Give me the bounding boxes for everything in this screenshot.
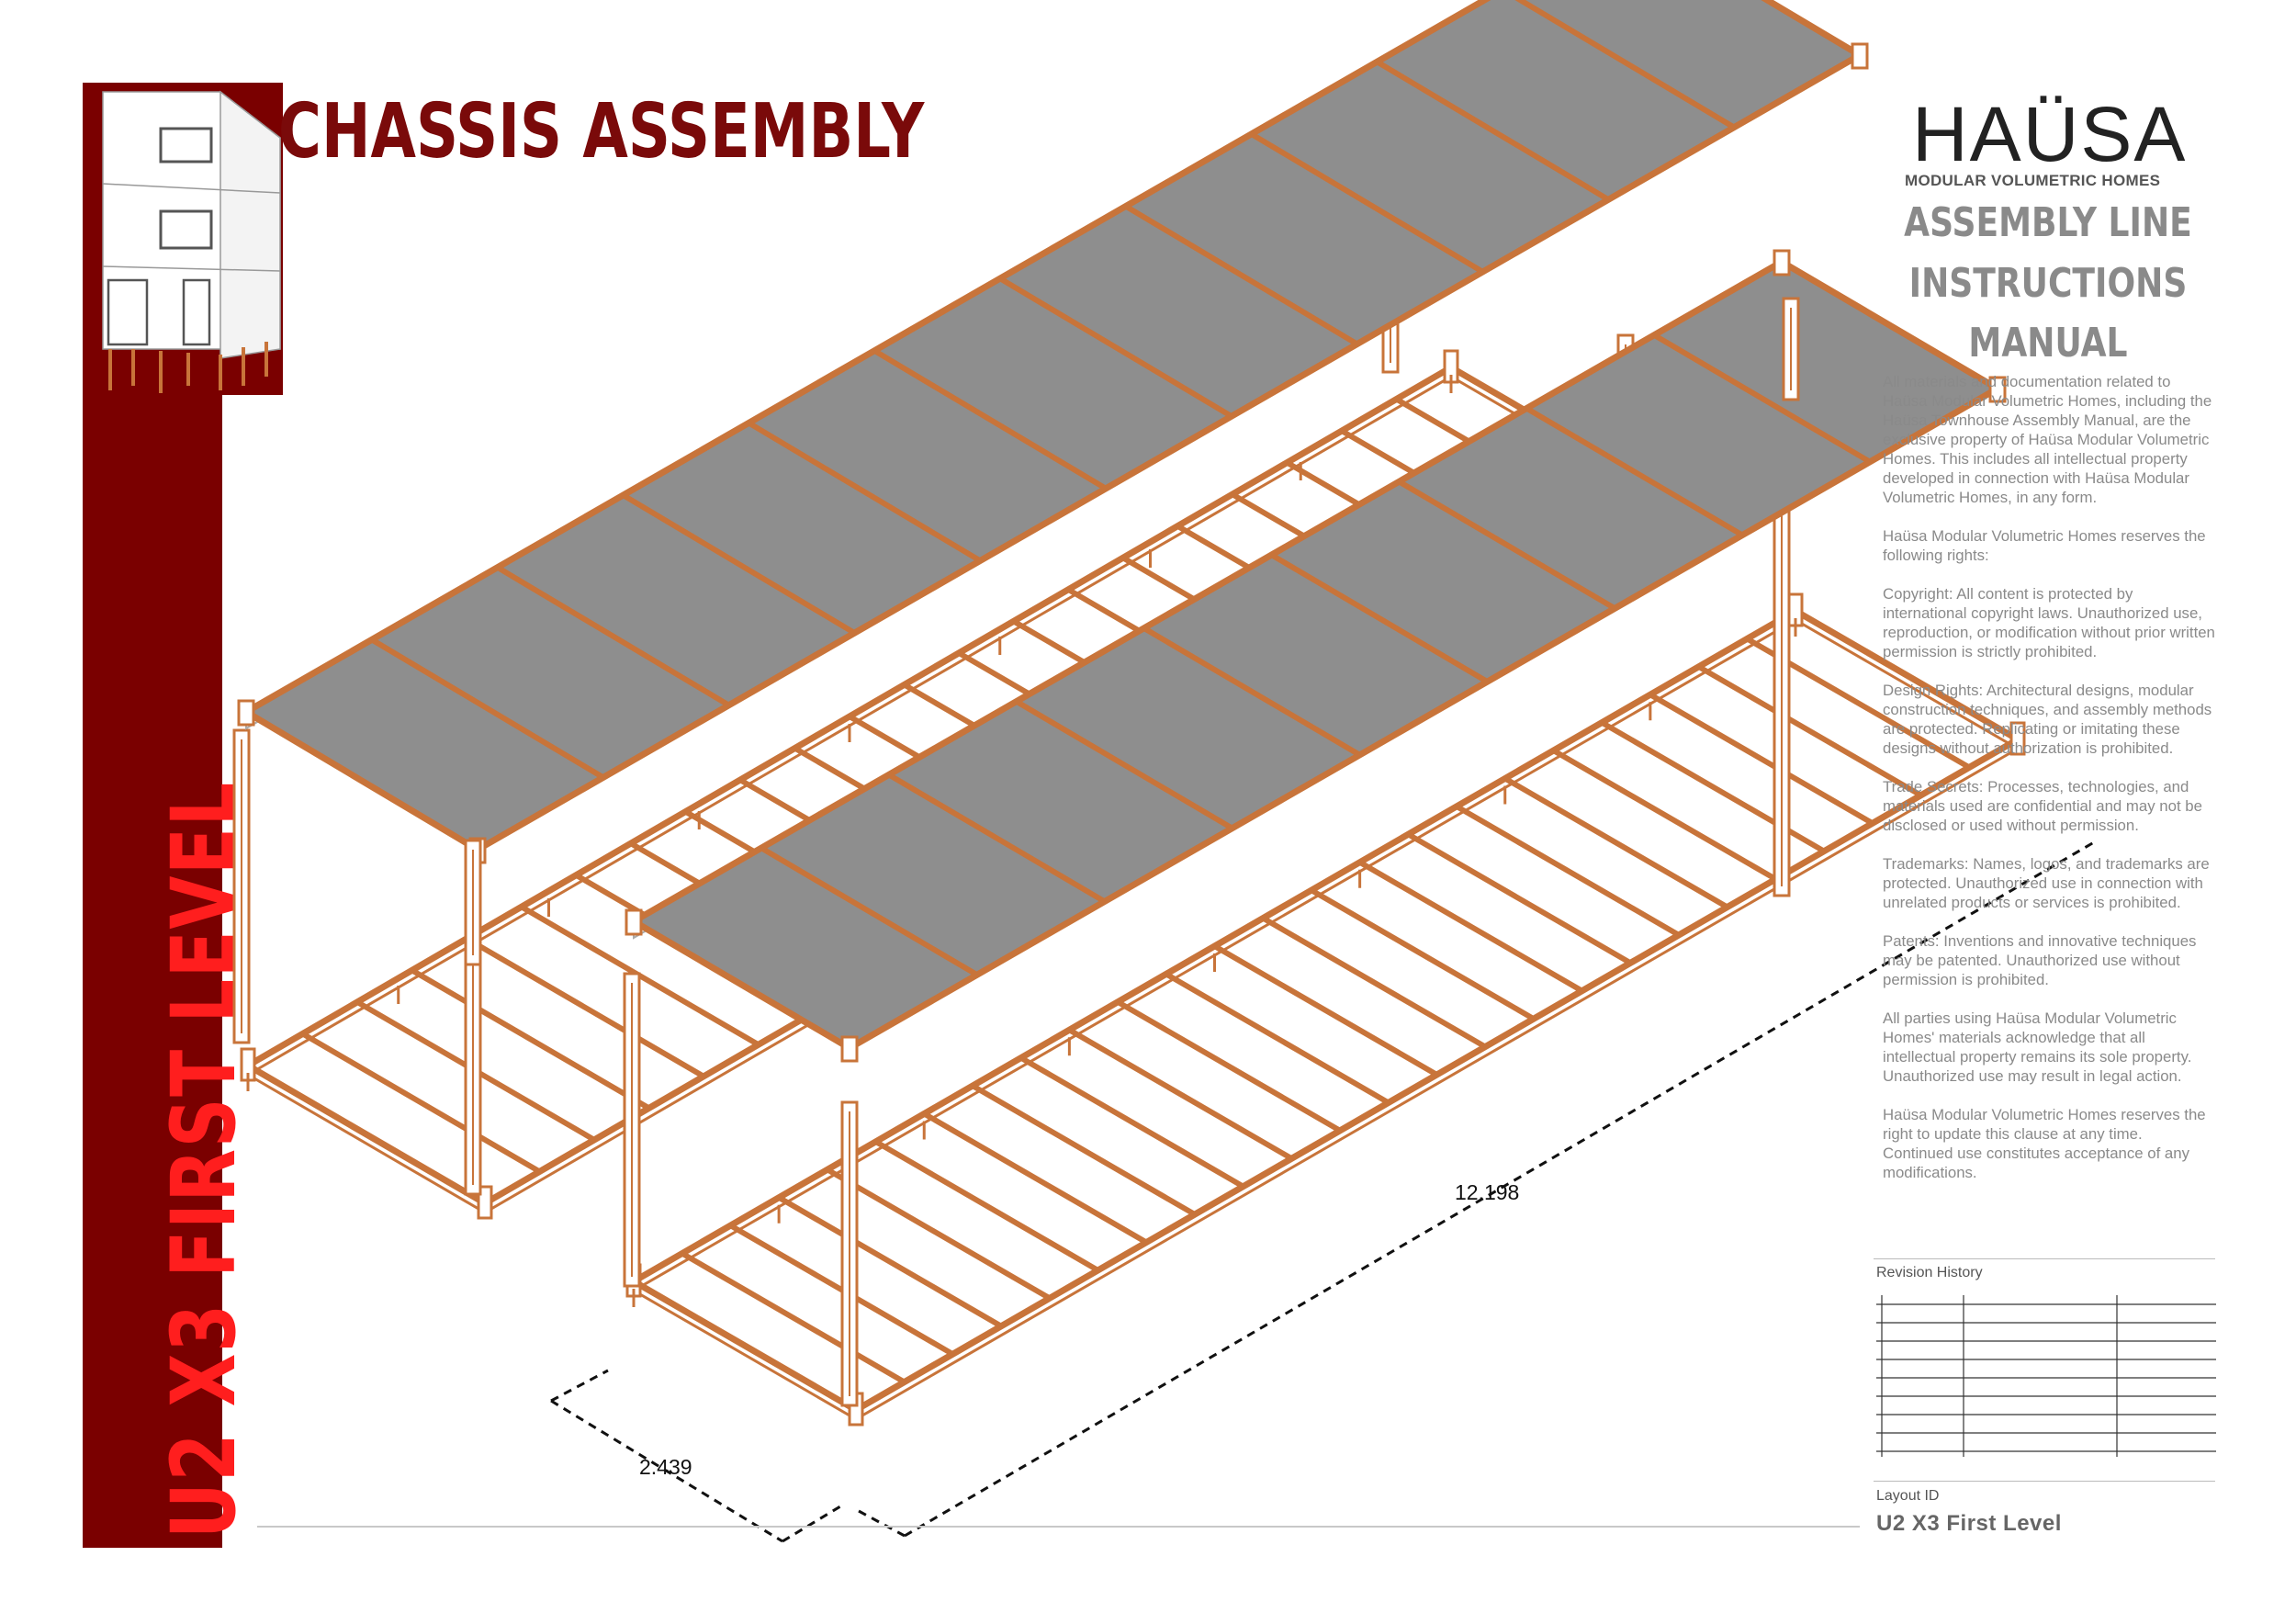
dimension-width-label: 2.439 — [639, 1455, 692, 1479]
roof-beam — [1015, 699, 1234, 831]
roof-beam — [1124, 203, 1359, 347]
roof-beam — [1652, 333, 1872, 465]
dimension-length-label: 12.198 — [1455, 1180, 1520, 1204]
dimension-lines — [550, 840, 2095, 1543]
floor-joist — [681, 1250, 906, 1385]
floor-joist — [826, 1167, 1052, 1301]
roof-beam — [760, 845, 979, 977]
dimension-line-width — [782, 1505, 841, 1543]
brand-logo: HAÜSA — [1912, 91, 2188, 177]
manual-title-line-3: MANUAL — [1968, 320, 2128, 367]
floor-joist — [1310, 887, 1536, 1021]
floor-joist — [465, 936, 705, 1079]
floor-joist — [1116, 999, 1342, 1133]
floor-joist — [1697, 664, 1923, 798]
floor-joist — [1551, 748, 1777, 882]
floor-joist — [1212, 943, 1439, 1077]
floor-joist — [1455, 804, 1681, 938]
roof-beam — [1250, 131, 1485, 275]
roof-beam — [1397, 479, 1616, 611]
legal-paragraph: All materials and documentation related … — [1883, 373, 2212, 506]
legal-paragraph: Design Rights: Architectural designs, mo… — [1883, 682, 2212, 757]
revision-history-table — [1876, 1295, 2216, 1457]
layout-id-value: U2 X3 First Level — [1876, 1511, 2062, 1536]
legal-notice: All materials and documentation related … — [1883, 372, 2215, 1201]
bottom-divider — [257, 1526, 1860, 1528]
roof-beam — [1514, 0, 1736, 130]
roof-corner — [625, 908, 643, 936]
roof-beam — [1142, 626, 1362, 758]
brand-tagline: MODULAR VOLUMETRIC HOMES — [1905, 172, 2161, 189]
floor-joist — [411, 967, 651, 1111]
floor-joist — [971, 1083, 1197, 1217]
page-title: CHASSIS ASSEMBLY — [278, 88, 925, 175]
floor-joist — [1406, 831, 1632, 965]
manual-title-line-2: INSTRUCTIONS — [1908, 260, 2188, 307]
roof-corner — [237, 699, 255, 727]
manual-title-line-1: ASSEMBLY LINE — [1904, 199, 2192, 246]
roof-beam — [887, 772, 1107, 905]
roof-beam — [370, 637, 605, 780]
floor-joist — [1067, 1027, 1293, 1161]
dimension-line-width — [550, 1399, 783, 1543]
layout-divider — [1874, 1481, 2215, 1482]
roof-beam — [1525, 405, 1744, 538]
legal-paragraph: Haüsa Modular Volumetric Homes reserves … — [1883, 1106, 2206, 1181]
modules-group — [232, 0, 2026, 1427]
roof-beam — [1375, 59, 1610, 202]
legal-paragraph: Patents: Inventions and innovative techn… — [1883, 932, 2197, 988]
corner-block — [2009, 721, 2026, 756]
floor-joist — [1649, 692, 1874, 826]
legal-paragraph: Haüsa Modular Volumetric Homes reserves … — [1883, 527, 2206, 564]
roof-beam — [747, 420, 982, 564]
floor-joist — [301, 1031, 542, 1175]
roof-beam — [621, 492, 856, 636]
floor-joist — [777, 1195, 1003, 1329]
floor-joist — [1019, 1055, 1245, 1190]
roof-beam — [1269, 552, 1489, 684]
legal-paragraph: Trade Secrets: Processes, technologies, … — [1883, 778, 2202, 834]
legal-paragraph: Trademarks: Names, logos, and trademarks… — [1883, 855, 2210, 911]
revision-history-title: Revision History — [1876, 1265, 1983, 1280]
floor-joist — [922, 1111, 1148, 1246]
roof-beam — [872, 348, 1108, 491]
floor-joist — [1358, 860, 1584, 994]
dimension-line-length — [904, 840, 2095, 1538]
floor-joist — [874, 1139, 1100, 1273]
revision-divider — [1874, 1258, 2215, 1259]
module-thumbnail — [83, 83, 283, 395]
roof-beam — [496, 565, 731, 708]
legal-paragraph: Copyright: All content is protected by i… — [1883, 585, 2215, 660]
roof-corner — [1988, 376, 2007, 403]
floor-joist — [1165, 971, 1390, 1106]
roof-corner — [840, 1035, 859, 1063]
roof-beam — [998, 276, 1233, 419]
floor-joist — [1261, 915, 1487, 1050]
legal-paragraph: All parties using Haüsa Modular Volumetr… — [1883, 1009, 2192, 1085]
dimension-line-length — [858, 1509, 906, 1538]
roof-corner — [1773, 249, 1791, 276]
roof-corner — [1851, 42, 1869, 70]
dimension-line-width — [550, 1369, 609, 1403]
layout-id-label: Layout ID — [1876, 1488, 1940, 1504]
floor-joist — [1503, 775, 1729, 910]
floor-joist — [1600, 720, 1826, 854]
